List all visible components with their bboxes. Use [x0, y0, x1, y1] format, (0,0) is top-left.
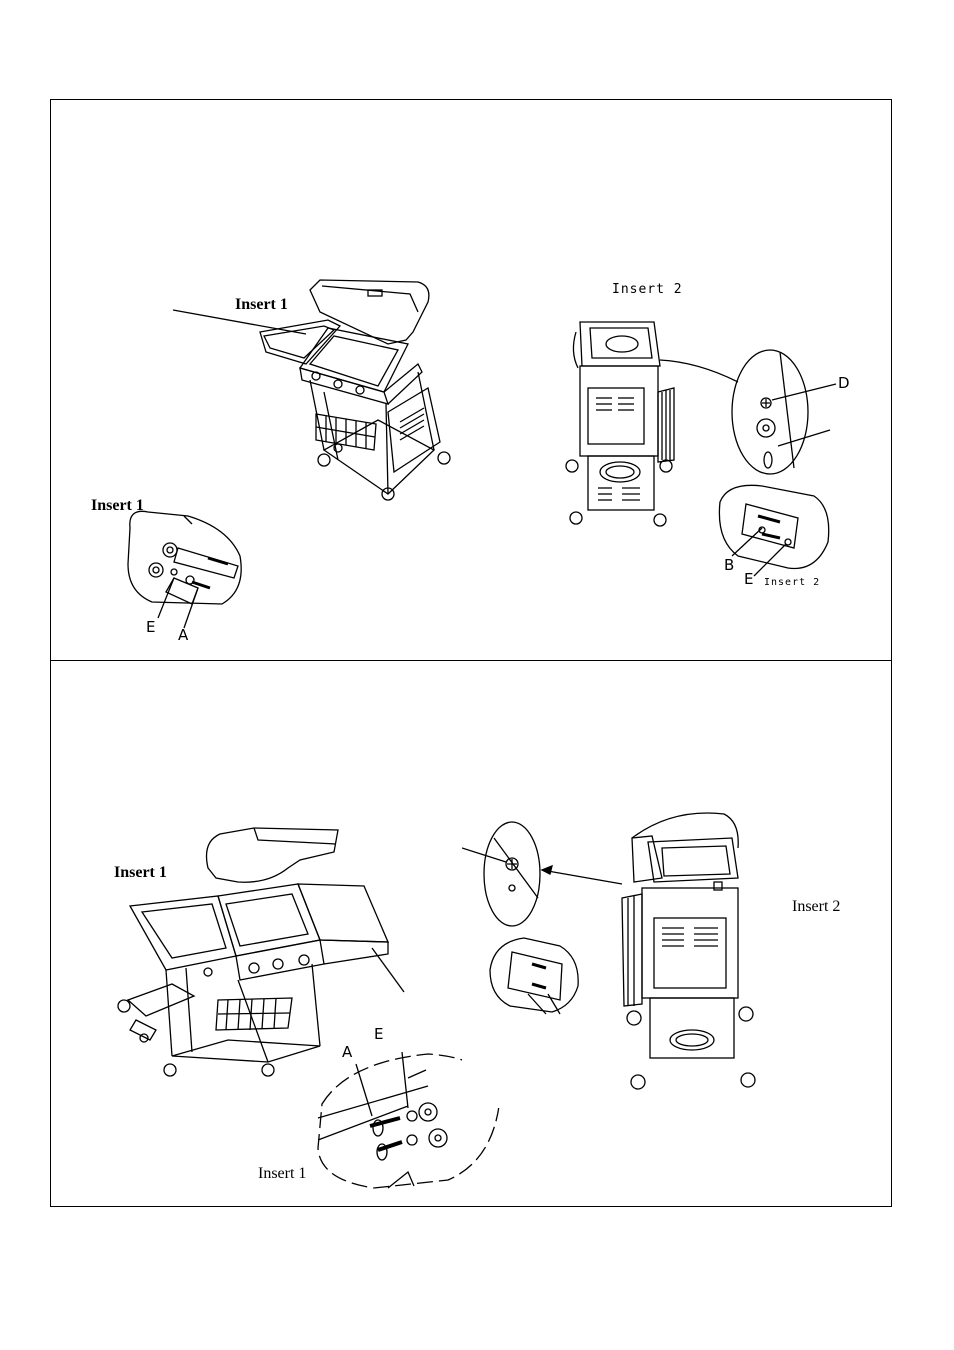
step-divider [50, 660, 892, 661]
part-a-label: A [342, 1043, 353, 1061]
grill-back-right-shelf-diagram [462, 812, 756, 1090]
insert-2-side-label: Insert 2 [792, 898, 841, 915]
grill-back-view-diagram [565, 321, 837, 577]
part-e-label: E [744, 570, 754, 588]
part-a-label: A [178, 626, 189, 644]
instruction-frame [50, 99, 892, 1207]
part-d-label: D [838, 374, 850, 392]
grill-side-shelf-diagram [127, 279, 451, 629]
insert-1-label-top: Insert 1 [114, 864, 167, 881]
grill-with-right-shelf-diagram [117, 827, 501, 1189]
step1-right-figure: Insert 2 D B E Insert 2 [548, 272, 864, 640]
part-b-label: B [724, 556, 735, 574]
insert-2-label-top: Insert 2 [612, 282, 683, 297]
insert-1-label-top: Insert 1 [235, 296, 288, 313]
step2-left-figure: Insert 1 A E Insert 1 [108, 808, 504, 1192]
step2-right-figure: Insert 2 [462, 808, 862, 1108]
step1-left-figure: Insert 1 Insert 1 E A [88, 272, 488, 644]
insert-1-detail-label: Insert 1 [258, 1165, 307, 1182]
part-e-label: E [146, 618, 156, 636]
insert-2-detail-label: Insert 2 [764, 577, 821, 588]
insert-1-detail-label: Insert 1 [91, 497, 144, 514]
part-e-label: E [374, 1025, 384, 1043]
